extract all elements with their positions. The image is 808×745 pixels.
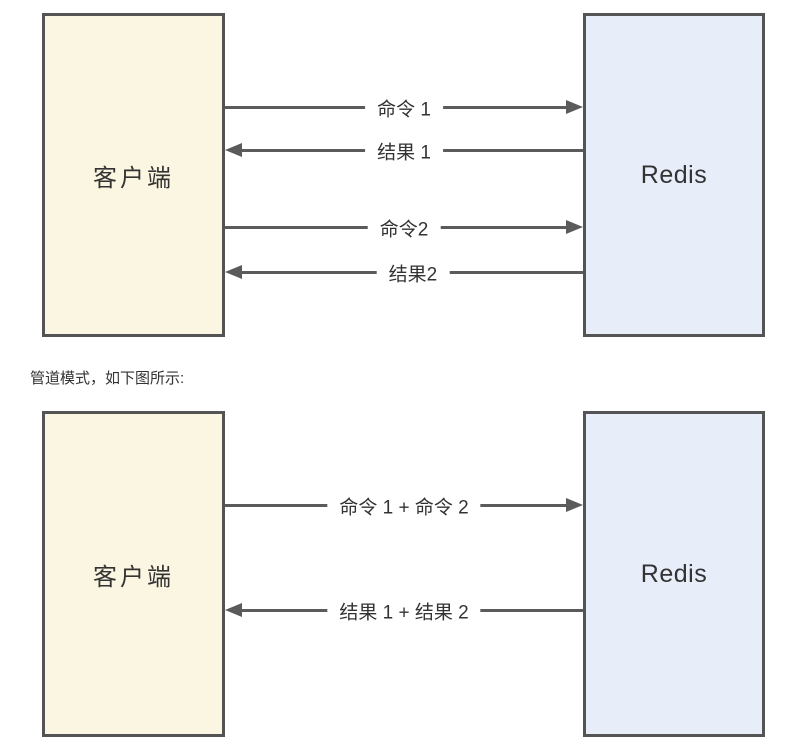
arrow-label: 命令 1 + 命令 2 [327, 492, 481, 519]
arrow-result-1: 结果 1 [225, 137, 583, 164]
arrow-command-2: 命令2 [225, 214, 583, 241]
client-box-label: 客户端 [93, 563, 174, 591]
redis-box: Redis [583, 411, 765, 737]
arrow-label: 结果2 [376, 259, 450, 286]
arrowhead-right-icon [566, 498, 583, 512]
arrowhead-left-icon [225, 143, 242, 157]
arrow-label: 结果 1 + 结果 2 [327, 597, 481, 624]
arrow-command-1: 命令 1 [225, 94, 583, 121]
arrow-label: 命令 1 [365, 94, 443, 121]
arrowhead-left-icon [225, 265, 242, 279]
redis-box-label: Redis [640, 559, 708, 588]
arrowhead-right-icon [566, 100, 583, 114]
client-box: 客户端 [42, 411, 225, 737]
arrow-pipelined-results: 结果 1 + 结果 2 [225, 597, 583, 624]
redis-box-label: Redis [640, 160, 708, 189]
arrow-label: 命令2 [367, 214, 441, 241]
arrowhead-right-icon [566, 220, 583, 234]
arrow-pipelined-commands: 命令 1 + 命令 2 [225, 492, 583, 519]
client-box-label: 客户端 [93, 164, 174, 192]
client-box: 客户端 [42, 13, 225, 337]
caption-text: 管道模式，如下图所示: [30, 370, 185, 387]
arrowhead-left-icon [225, 603, 242, 617]
redis-box: Redis [583, 13, 765, 337]
arrow-result-2: 结果2 [225, 259, 583, 286]
arrow-label: 结果 1 [365, 137, 443, 164]
